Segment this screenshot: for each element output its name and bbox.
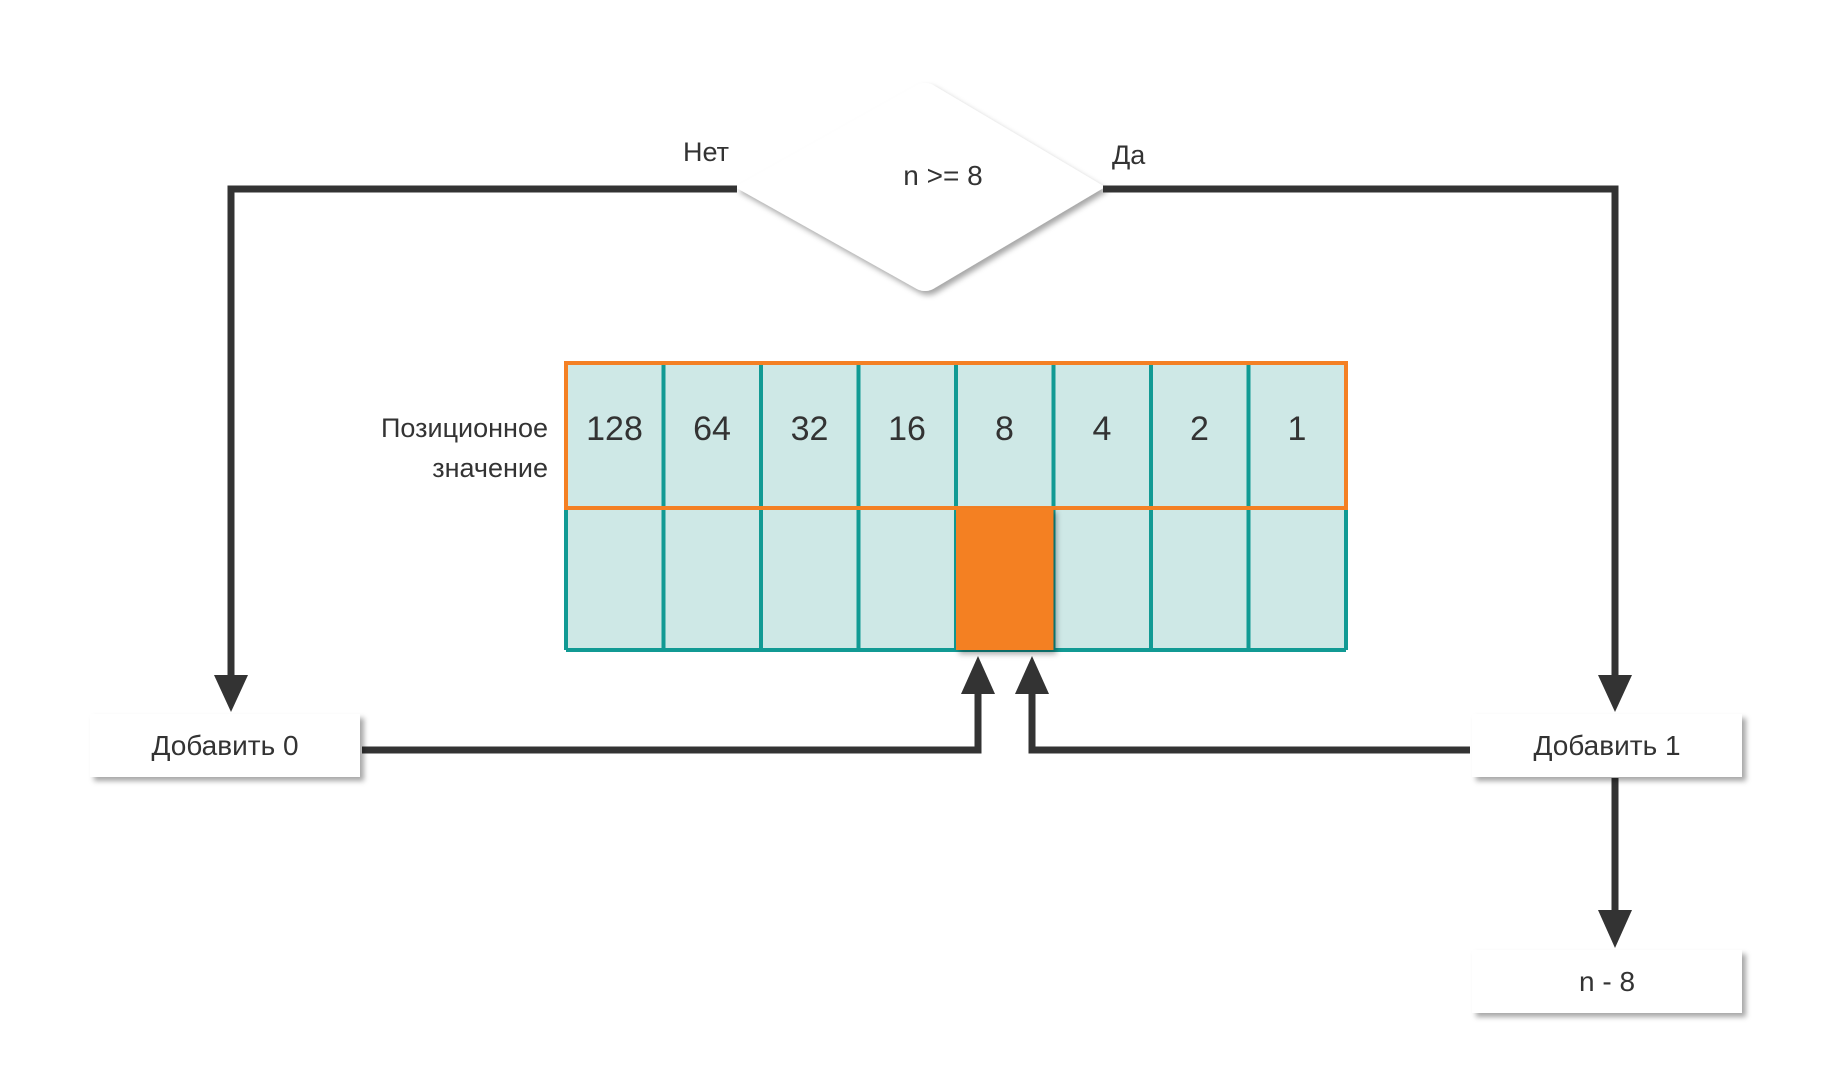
value-cell: [956, 363, 1054, 508]
value-cell: [1053, 363, 1151, 508]
no-label: Нет: [683, 137, 729, 167]
add-one-arrowhead: [1015, 656, 1049, 694]
position-value-64: 64: [693, 410, 731, 448]
bit-cell: [566, 508, 664, 650]
bit-cell: [663, 508, 761, 650]
position-value-128: 128: [586, 410, 643, 448]
bit-cell: [1053, 508, 1151, 650]
value-cell: [566, 363, 664, 508]
position-value-32: 32: [790, 410, 829, 448]
value-cell: [858, 363, 956, 508]
add-one-connector: [1028, 680, 1470, 754]
positional-value-label-line1: Позиционное: [381, 413, 548, 443]
no-branch-arrowhead: [214, 675, 248, 712]
position-value-16: 16: [888, 410, 926, 448]
positional-value-label: Позиционное значение: [330, 408, 548, 488]
value-cell: [1248, 363, 1346, 508]
bit-cell: [1248, 508, 1346, 650]
position-value-2: 2: [1190, 410, 1209, 448]
add-zero-box: Добавить 0: [90, 714, 360, 777]
position-value-4: 4: [1092, 410, 1112, 448]
decision-diamond: [735, 83, 1105, 291]
position-value-8: 8: [995, 410, 1014, 448]
highlighted-bit-cell: [956, 508, 1054, 650]
yes-label: Да: [1112, 140, 1146, 170]
subtract-arrowhead: [1598, 910, 1632, 948]
value-cell: [761, 363, 859, 508]
yes-branch-arrowhead: [1598, 675, 1632, 712]
add-zero-connector: [362, 680, 982, 754]
subtract-box: n - 8: [1472, 950, 1742, 1013]
bit-cell: [1151, 508, 1249, 650]
condition-text: n >= 8: [903, 160, 983, 191]
add-one-box: Добавить 1: [1472, 714, 1742, 777]
value-cell: [1151, 363, 1249, 508]
value-cell: [663, 363, 761, 508]
add-zero-arrowhead: [961, 656, 995, 694]
positional-value-label-line2: значение: [432, 453, 548, 483]
no-branch-line: [227, 185, 737, 688]
yes-branch-line: [1103, 185, 1619, 688]
bit-cell: [858, 508, 956, 650]
position-value-1: 1: [1287, 410, 1307, 448]
bit-cell: [761, 508, 859, 650]
binary-register: [564, 361, 1348, 652]
